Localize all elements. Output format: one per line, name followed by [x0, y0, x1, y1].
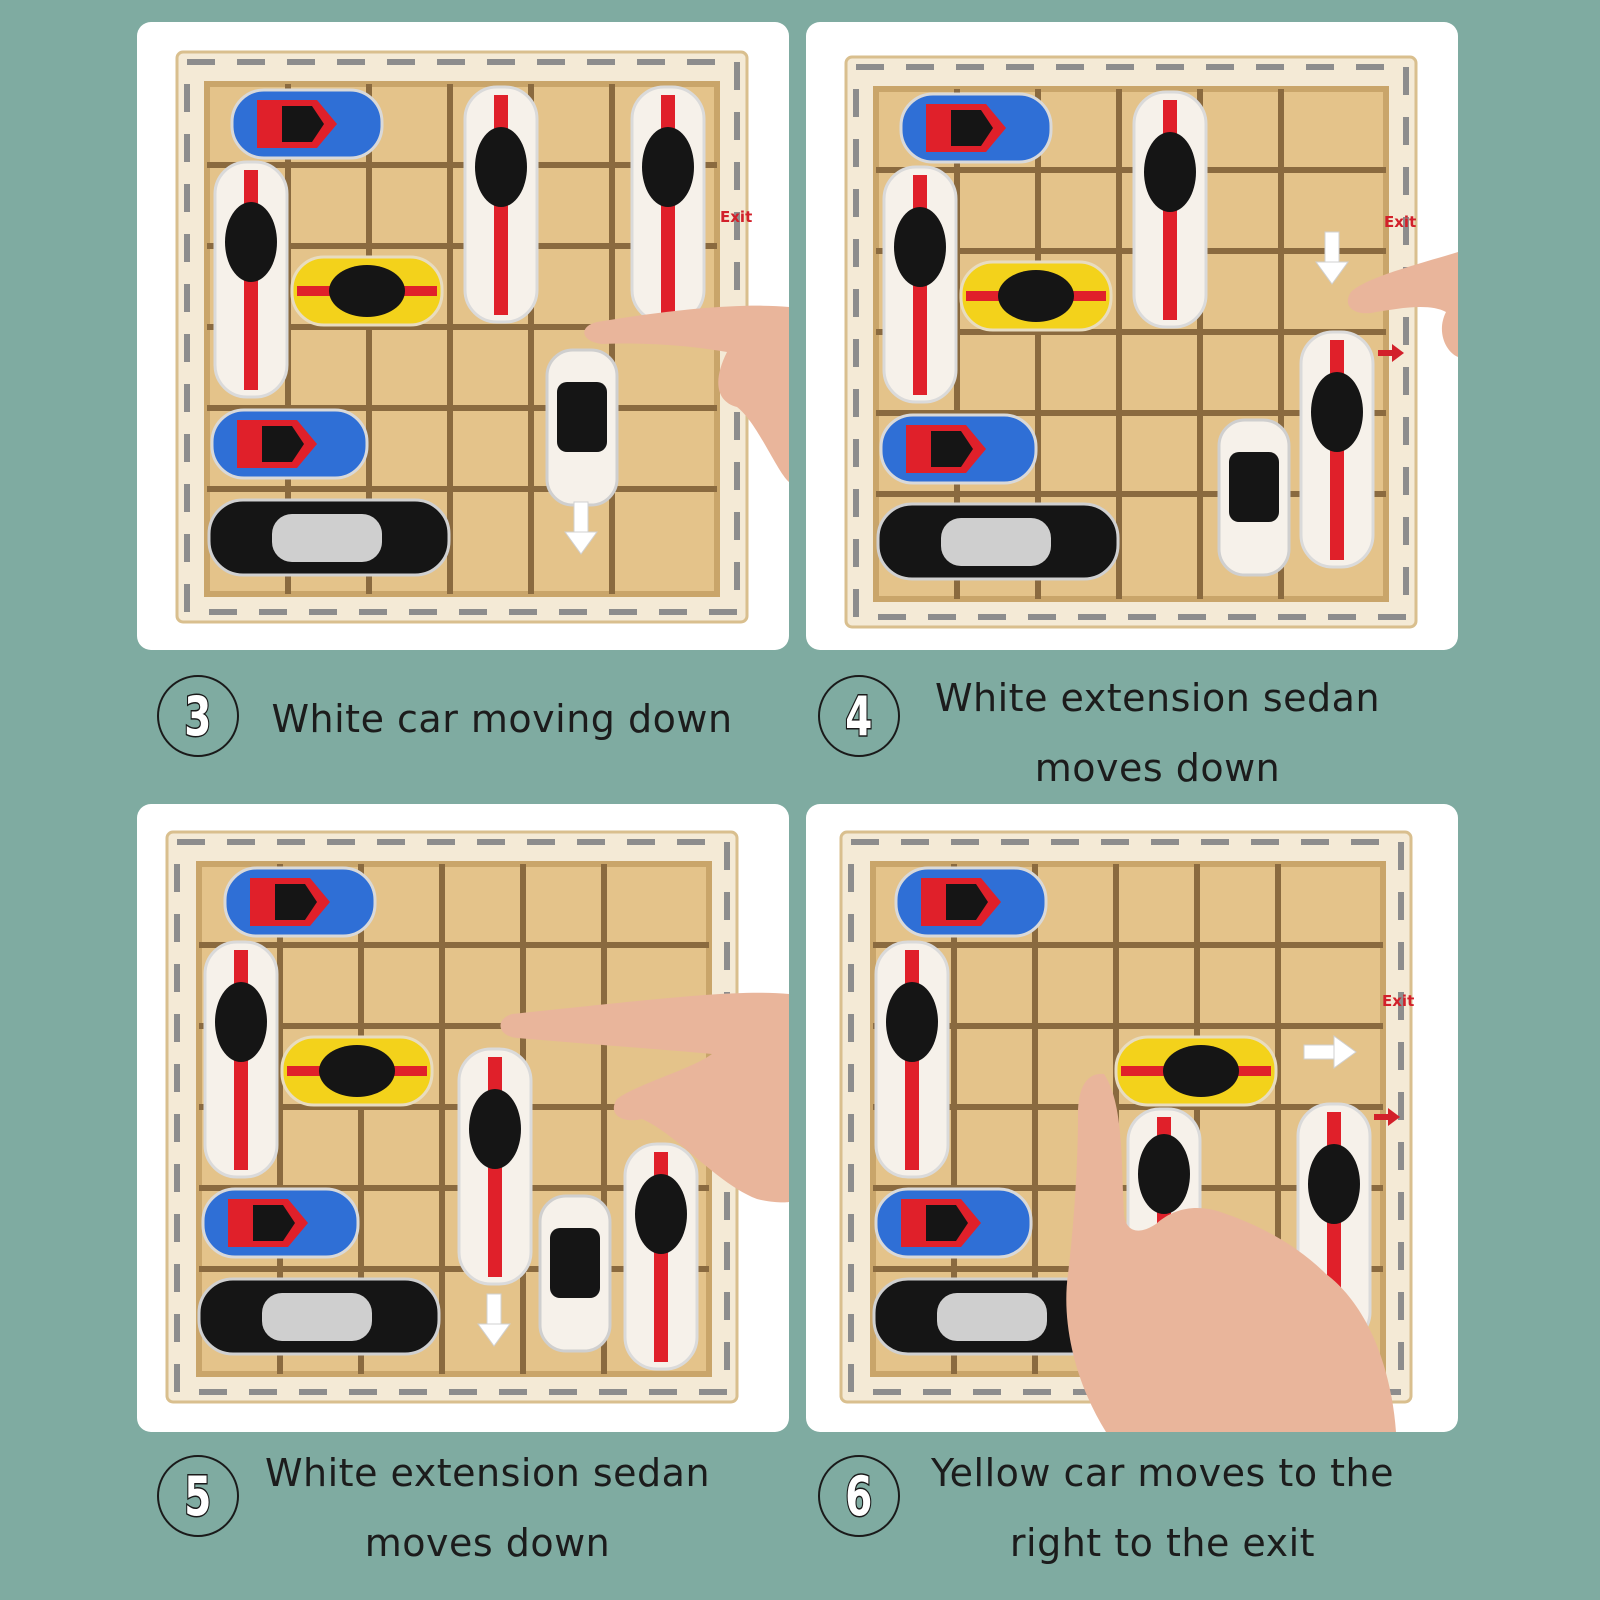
white-racer-car: [882, 165, 958, 404]
white-racer-car: [874, 940, 950, 1179]
right-arrow-icon: [1378, 344, 1404, 362]
step-caption: Yellow car moves to the right to the exi…: [910, 1438, 1415, 1578]
step-number-badge: 6: [818, 1455, 900, 1537]
yellow-car: [959, 260, 1113, 332]
caption-line: White car moving down: [271, 697, 733, 741]
white-racer-car: [203, 940, 279, 1179]
blue-car: [230, 88, 384, 160]
step-4-photo: Exit: [806, 22, 1458, 650]
step-number-badge: 4: [818, 675, 900, 757]
step-number: 4: [844, 683, 873, 749]
blue-car: [874, 1187, 1033, 1259]
hand: [1066, 1073, 1396, 1432]
caption-line: Yellow car moves to the: [930, 1451, 1395, 1495]
step-6-photo: Exit: [806, 804, 1458, 1432]
step-5-photo: [137, 804, 789, 1432]
blue-car: [201, 1187, 360, 1259]
step-number-badge: 3: [157, 675, 239, 757]
down-arrow-icon: [564, 501, 598, 555]
blue-car: [210, 408, 369, 480]
caption-line: White extension sedan: [934, 676, 1381, 720]
blue-car: [894, 866, 1048, 938]
right-arrow-icon: [1303, 1035, 1357, 1069]
down-arrow-icon: [477, 1293, 511, 1347]
hand: [500, 992, 789, 1203]
exit-label: Exit: [720, 208, 752, 226]
hand: [1347, 252, 1458, 357]
yellow-car: [1114, 1035, 1278, 1107]
yellow-car: [290, 255, 444, 327]
blue-car: [879, 413, 1038, 485]
yellow-car: [280, 1035, 434, 1107]
step-caption: White extension sedan moves down: [920, 663, 1395, 803]
black-sedan: [207, 498, 451, 577]
white-suv-car: [545, 348, 619, 507]
white-racer-car: [1132, 90, 1208, 329]
step-number: 6: [844, 1463, 873, 1529]
exit-label: Exit: [1382, 992, 1414, 1010]
right-arrow-icon: [1374, 1108, 1400, 1126]
step-number: 3: [183, 683, 212, 749]
down-arrow-icon: [1315, 231, 1349, 285]
caption-line: White extension sedan: [264, 1451, 711, 1495]
blue-car: [223, 866, 377, 938]
hand: [584, 305, 789, 482]
black-sedan: [197, 1277, 441, 1356]
white-racer-car: [213, 160, 289, 399]
white-suv-car: [1217, 418, 1291, 577]
white-racer-car: [463, 85, 539, 324]
white-racer-car: [457, 1047, 533, 1286]
white-racer-car: [623, 1142, 699, 1371]
blue-car: [899, 92, 1053, 164]
step-number-badge: 5: [157, 1455, 239, 1537]
black-sedan: [872, 1277, 1116, 1356]
caption-line: moves down: [364, 1521, 611, 1565]
black-sedan: [876, 502, 1120, 581]
white-racer-car: [1299, 330, 1375, 569]
caption-line: moves down: [1034, 746, 1281, 790]
white-racer-car: [630, 85, 706, 324]
step-3-photo: Exit: [137, 22, 789, 650]
exit-label: Exit: [1384, 213, 1416, 231]
caption-line: right to the exit: [1009, 1521, 1316, 1565]
step-caption: White car moving down: [262, 700, 742, 738]
step-number: 5: [183, 1463, 212, 1529]
white-suv-car: [538, 1194, 612, 1353]
step-caption: White extension sedan moves down: [250, 1438, 725, 1578]
